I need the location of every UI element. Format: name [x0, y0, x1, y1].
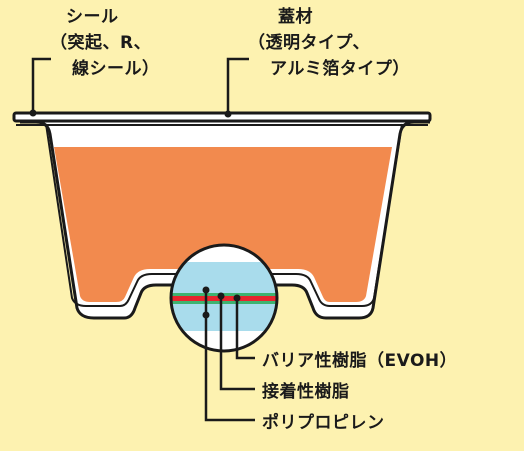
magnifier-wall-layers — [171, 245, 277, 351]
seal-leader-dot — [29, 109, 37, 117]
lid-leader-line — [226, 57, 249, 114]
evoh-leader-dot — [233, 294, 241, 302]
pp-layer-inner — [171, 304, 277, 331]
container-contents — [54, 147, 392, 302]
adhesive-leader-line — [219, 296, 255, 391]
lid-leader-dot — [224, 110, 232, 118]
pp-leader-dot-bottom — [202, 311, 210, 319]
pp-leader-dot-top — [202, 286, 210, 294]
evoh-layer — [171, 296, 277, 301]
pp-layer-label: ポリプロピレン — [262, 413, 385, 433]
adhesive-layer-label: 接着性樹脂 — [262, 382, 350, 402]
lid-film — [12, 111, 432, 123]
lid-label-detail-line2: アルミ箔タイプ） — [270, 59, 410, 79]
magnifier-outline — [169, 243, 279, 353]
seal-label-detail-line2: 線シール） — [72, 59, 160, 79]
pp-leader-line — [204, 290, 255, 422]
seal-leader-line — [31, 57, 51, 113]
seal-label-title: シール — [66, 7, 119, 27]
evoh-layer-label: バリア性樹脂（EVOH） — [262, 351, 458, 371]
adhesive-leader-dot — [217, 292, 225, 300]
lid-label-title: 蓋材 — [278, 7, 313, 27]
seal-label-detail-line1: （突起、R、 — [50, 33, 152, 53]
pp-layer-outer — [171, 262, 277, 293]
adhesive-layer-outer — [171, 293, 277, 296]
evoh-leader-line — [235, 298, 255, 360]
lid-label-detail-line1: （透明タイプ、 — [248, 33, 370, 53]
adhesive-layer-inner — [171, 301, 277, 304]
